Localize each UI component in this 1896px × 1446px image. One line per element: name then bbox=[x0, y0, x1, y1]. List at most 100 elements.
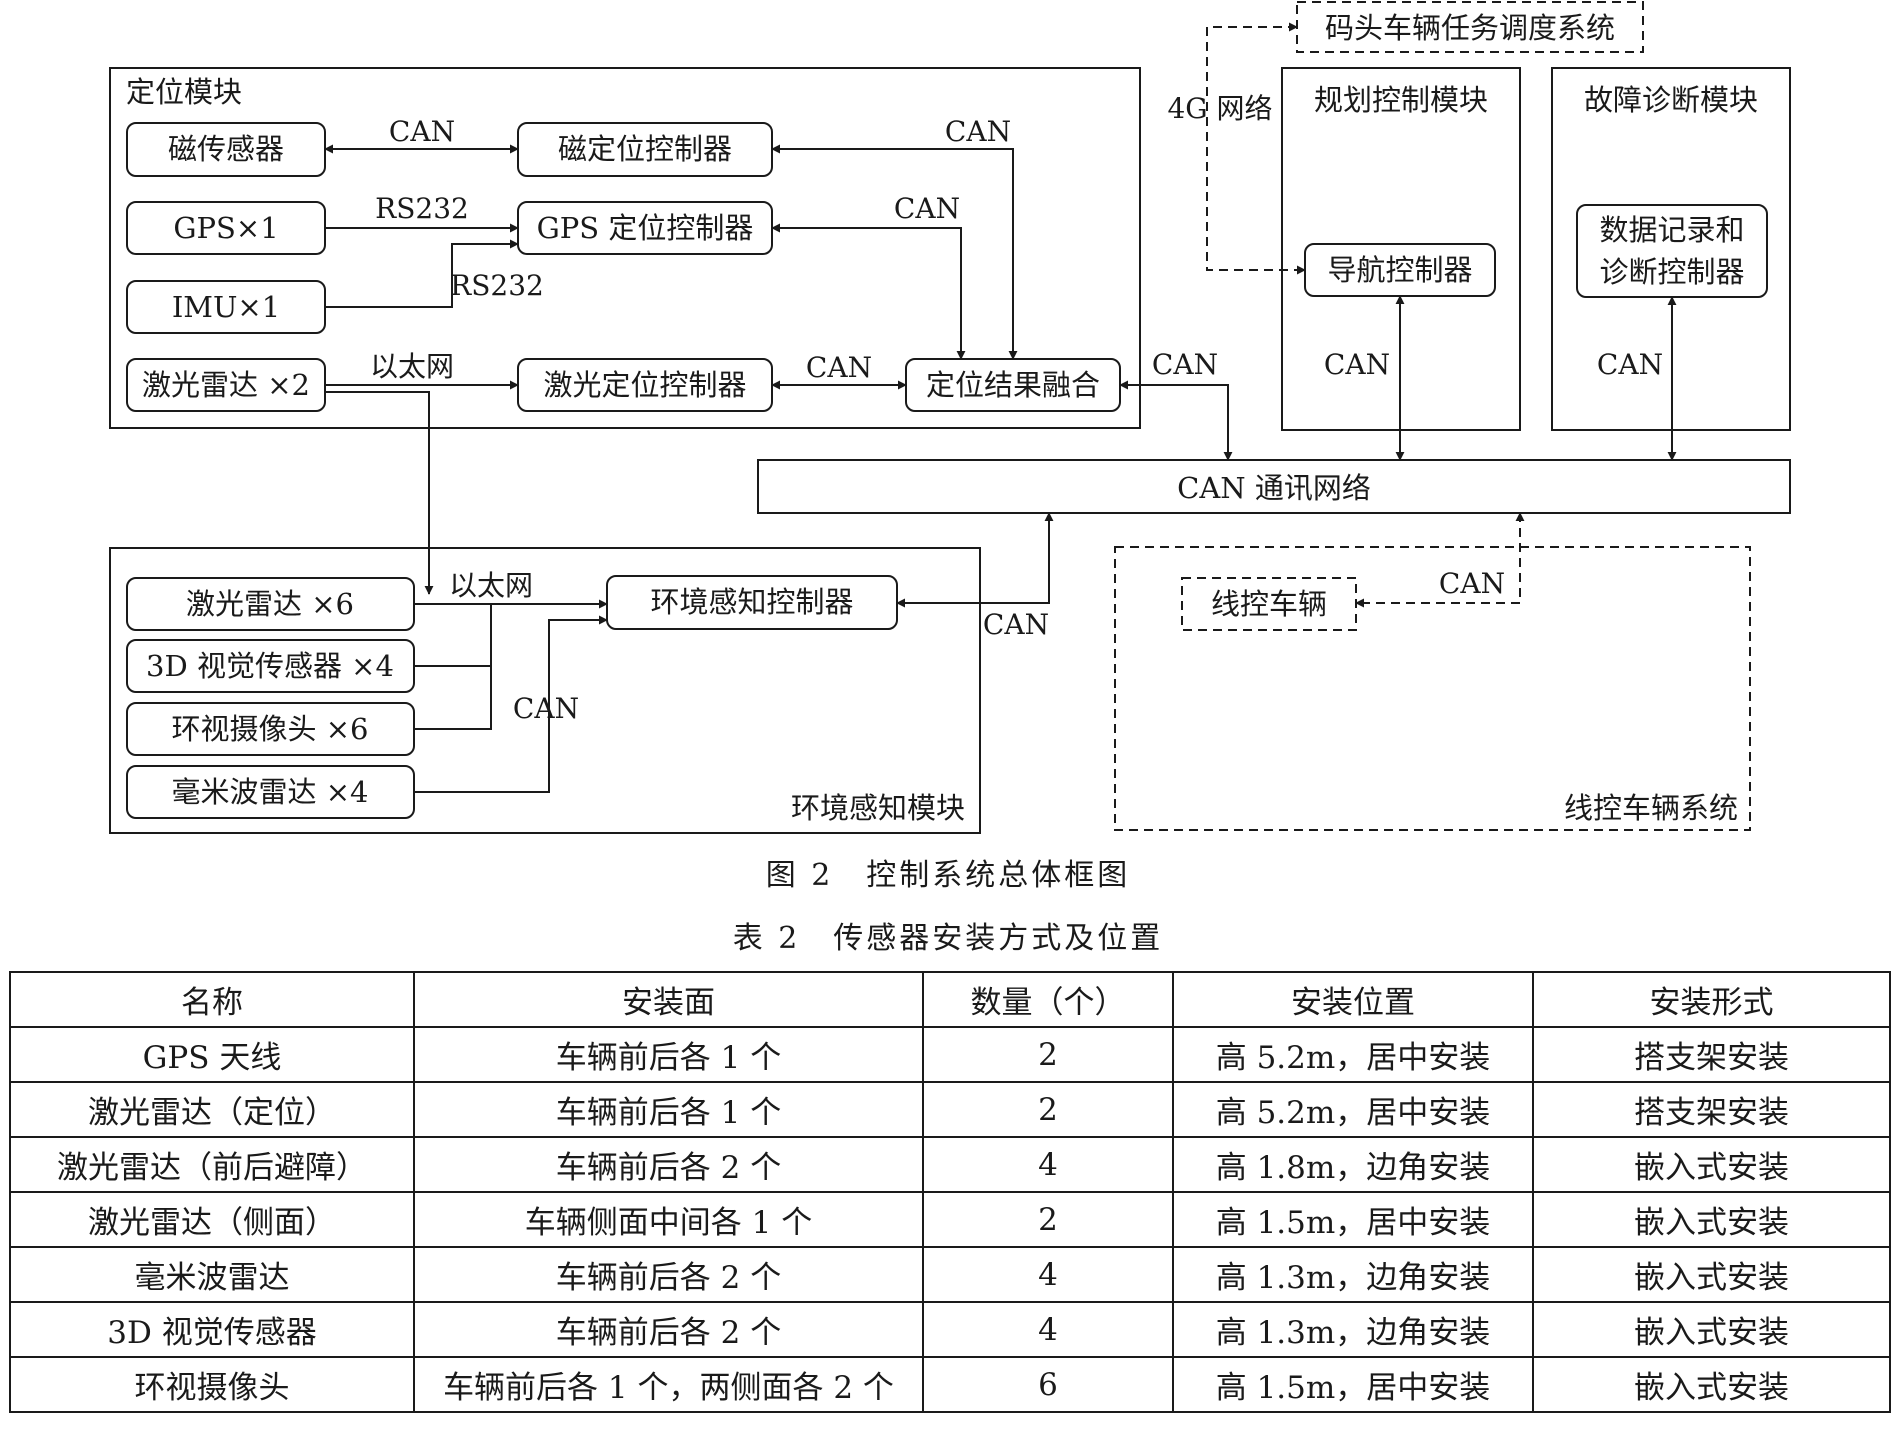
label-can-fusion-network: CAN bbox=[1152, 348, 1218, 381]
cell-name: 激光雷达（前后避障） bbox=[9, 1136, 415, 1193]
can-network-bar bbox=[757, 459, 1791, 514]
control-system-diagram: 定位模块 环境感知模块 规划控制模块 故障诊断模块 线控车辆系统 码头车辆任务调… bbox=[109, 1, 1791, 834]
label-can-laser-fusion: CAN bbox=[806, 351, 872, 384]
link-can-network-wire-vehicle bbox=[1355, 512, 1525, 608]
cell-name: 激光雷达（定位） bbox=[9, 1081, 415, 1138]
positioning-module-frame bbox=[109, 67, 1141, 429]
link-fusion-can-network bbox=[1119, 380, 1233, 461]
mag-sensor-label: 磁传感器 bbox=[168, 132, 284, 166]
cell-mount-surface: 车辆前后各 1 个 bbox=[413, 1026, 924, 1083]
wire-vehicle-system-title: 线控车辆系统 bbox=[1564, 791, 1738, 825]
label-can-vehicle: CAN bbox=[1439, 567, 1505, 600]
header-mount-type: 安装形式 bbox=[1532, 971, 1891, 1028]
table-row: GPS 天线 车辆前后各 1 个 2 高 5.2m，居中安装 搭支架安装 bbox=[9, 1026, 1891, 1083]
radar4-label: 毫米波雷达 ×4 bbox=[172, 775, 369, 809]
cell-name: 毫米波雷达 bbox=[9, 1246, 415, 1303]
sensor-installation-table: 名称 安装面 数量（个） 安装位置 安装形式 GPS 天线 车辆前后各 1 个 … bbox=[9, 971, 1891, 1413]
cell-position: 高 1.5m，居中安装 bbox=[1172, 1356, 1534, 1413]
imu-label: IMU×1 bbox=[172, 290, 280, 324]
lidar2-label: 激光雷达 ×2 bbox=[142, 368, 310, 402]
table-row: 环视摄像头 车辆前后各 1 个，两侧面各 2 个 6 高 1.5m，居中安装 嵌… bbox=[9, 1356, 1891, 1413]
vision4-label: 3D 视觉传感器 ×4 bbox=[146, 649, 394, 683]
label-can-mag-fusion: CAN bbox=[945, 115, 1011, 148]
table-header-row: 名称 安装面 数量（个） 安装位置 安装形式 bbox=[9, 971, 1891, 1028]
label-ethernet-lidar6: 以太网 bbox=[449, 569, 533, 602]
mag-ctrl-label: 磁定位控制器 bbox=[558, 132, 732, 166]
cell-position: 高 1.5m，居中安装 bbox=[1172, 1191, 1534, 1248]
cell-name: 环视摄像头 bbox=[9, 1356, 415, 1413]
table-row: 3D 视觉传感器 车辆前后各 2 个 4 高 1.3m，边角安装 嵌入式安装 bbox=[9, 1301, 1891, 1358]
cell-mount-surface: 车辆前后各 1 个 bbox=[413, 1081, 924, 1138]
cell-quantity: 4 bbox=[922, 1301, 1174, 1358]
table-row: 激光雷达（前后避障） 车辆前后各 2 个 4 高 1.8m，边角安装 嵌入式安装 bbox=[9, 1136, 1891, 1193]
table-row: 毫米波雷达 车辆前后各 2 个 4 高 1.3m，边角安装 嵌入式安装 bbox=[9, 1246, 1891, 1303]
perception-module-frame bbox=[109, 547, 981, 834]
label-rs232-imu: RS232 bbox=[450, 269, 544, 302]
cell-quantity: 2 bbox=[922, 1026, 1174, 1083]
cell-mount-surface: 车辆前后各 2 个 bbox=[413, 1301, 924, 1358]
can-network-label: CAN 通讯网络 bbox=[1177, 471, 1371, 505]
link-mag-ctrl-fusion bbox=[771, 144, 1018, 360]
cell-name: GPS 天线 bbox=[9, 1026, 415, 1083]
wire-vehicle-label: 线控车辆 bbox=[1211, 587, 1327, 621]
table-caption: 表 2 传感器安装方式及位置 bbox=[732, 921, 1164, 956]
header-quantity: 数量（个） bbox=[922, 971, 1174, 1028]
cell-mount-type: 搭支架安装 bbox=[1532, 1081, 1891, 1138]
cell-name: 激光雷达（侧面） bbox=[9, 1191, 415, 1248]
label-can-mag: CAN bbox=[389, 115, 455, 148]
cell-mount-surface: 车辆前后各 1 个，两侧面各 2 个 bbox=[413, 1356, 924, 1413]
gps-label: GPS×1 bbox=[173, 211, 278, 245]
gps-ctrl-label: GPS 定位控制器 bbox=[537, 211, 754, 245]
cell-mount-surface: 车辆前后各 2 个 bbox=[413, 1136, 924, 1193]
cell-position: 高 1.3m，边角安装 bbox=[1172, 1246, 1534, 1303]
cell-name: 3D 视觉传感器 bbox=[9, 1301, 415, 1358]
label-can-gps-fusion: CAN bbox=[894, 192, 960, 225]
link-lidar2-env-ctrl bbox=[325, 391, 434, 595]
header-name: 名称 bbox=[9, 971, 415, 1028]
laser-ctrl-label: 激光定位控制器 bbox=[543, 368, 746, 402]
label-ethernet-lidar2: 以太网 bbox=[370, 350, 454, 383]
cell-mount-type: 嵌入式安装 bbox=[1532, 1301, 1891, 1358]
cell-quantity: 2 bbox=[922, 1191, 1174, 1248]
label-can-diag: CAN bbox=[1597, 348, 1663, 381]
link-camera6-bus bbox=[414, 666, 492, 730]
diag-ctrl-label-line2: 诊断控制器 bbox=[1599, 255, 1744, 289]
link-vision4-bus bbox=[414, 604, 492, 667]
nav-ctrl-label: 导航控制器 bbox=[1327, 253, 1472, 287]
table-row: 激光雷达（侧面） 车辆侧面中间各 1 个 2 高 1.5m，居中安装 嵌入式安装 bbox=[9, 1191, 1891, 1248]
link-imu-gps-ctrl bbox=[325, 239, 519, 308]
diagnosis-module-title: 故障诊断模块 bbox=[1584, 83, 1758, 117]
dispatch-system-label: 码头车辆任务调度系统 bbox=[1325, 11, 1615, 45]
cell-position: 高 1.8m，边角安装 bbox=[1172, 1136, 1534, 1193]
table-row: 激光雷达（定位） 车辆前后各 1 个 2 高 5.2m，居中安装 搭支架安装 bbox=[9, 1081, 1891, 1138]
cell-quantity: 4 bbox=[922, 1246, 1174, 1303]
header-mount-surface: 安装面 bbox=[413, 971, 924, 1028]
cell-position: 高 5.2m，居中安装 bbox=[1172, 1026, 1534, 1083]
cell-quantity: 6 bbox=[922, 1356, 1174, 1413]
diag-ctrl-label-line1: 数据记录和 bbox=[1599, 213, 1744, 247]
link-gps-ctrl-fusion bbox=[771, 223, 966, 360]
header-position: 安装位置 bbox=[1172, 971, 1534, 1028]
cell-position: 高 5.2m，居中安装 bbox=[1172, 1081, 1534, 1138]
cell-mount-surface: 车辆侧面中间各 1 个 bbox=[413, 1191, 924, 1248]
cell-mount-type: 嵌入式安装 bbox=[1532, 1246, 1891, 1303]
link-nav-ctrl-dispatch bbox=[1206, 22, 1306, 275]
cell-quantity: 4 bbox=[922, 1136, 1174, 1193]
cell-mount-type: 嵌入式安装 bbox=[1532, 1136, 1891, 1193]
label-can-nav: CAN bbox=[1324, 348, 1390, 381]
cell-mount-type: 搭支架安装 bbox=[1532, 1026, 1891, 1083]
env-ctrl-label: 环境感知控制器 bbox=[650, 585, 853, 619]
cell-mount-type: 嵌入式安装 bbox=[1532, 1356, 1891, 1413]
label-can-env-network: CAN bbox=[983, 608, 1049, 641]
camera6-label: 环视摄像头 ×6 bbox=[172, 712, 369, 746]
cell-position: 高 1.3m，边角安装 bbox=[1172, 1301, 1534, 1358]
lidar6-label: 激光雷达 ×6 bbox=[186, 587, 354, 621]
fusion-label: 定位结果融合 bbox=[926, 368, 1100, 402]
cell-mount-surface: 车辆前后各 2 个 bbox=[413, 1246, 924, 1303]
positioning-module-title: 定位模块 bbox=[126, 75, 242, 109]
cell-mount-type: 嵌入式安装 bbox=[1532, 1191, 1891, 1248]
label-can-radar4: CAN bbox=[513, 692, 579, 725]
perception-module-title: 环境感知模块 bbox=[791, 791, 965, 825]
cell-quantity: 2 bbox=[922, 1081, 1174, 1138]
figure-caption: 图 2 控制系统总体框图 bbox=[765, 858, 1131, 893]
